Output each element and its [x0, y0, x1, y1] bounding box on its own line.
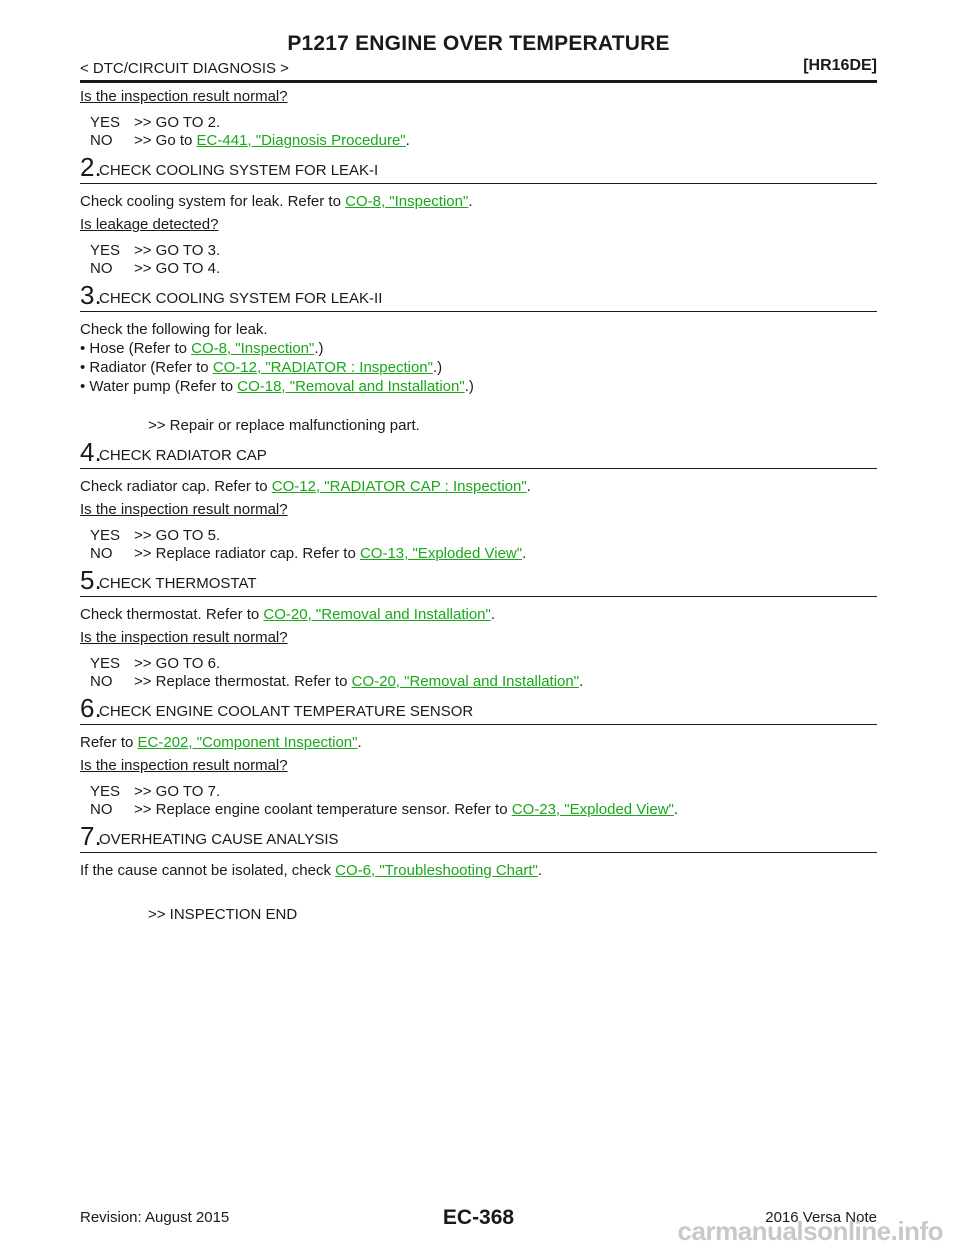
step-number: 7. — [80, 821, 102, 851]
step-heading: 3. CHECK COOLING SYSTEM FOR LEAK-II — [80, 281, 877, 312]
step-heading: 4. CHECK RADIATOR CAP — [80, 438, 877, 469]
step-instruction: Check thermostat. Refer to CO-20, "Remov… — [80, 606, 496, 623]
answer-yes: YES>> GO TO 6. — [90, 655, 221, 672]
step-3: 3. CHECK COOLING SYSTEM FOR LEAK-II Chec… — [80, 281, 877, 435]
step-heading: 2. CHECK COOLING SYSTEM FOR LEAK-I — [80, 153, 877, 184]
step-2: 2. CHECK COOLING SYSTEM FOR LEAK-I Check… — [80, 153, 877, 278]
list-item: • Hose (Refer to CO-8, "Inspection".) — [80, 340, 324, 357]
watermark: carmanualsonline.info — [677, 1216, 944, 1246]
question: Is the inspection result normal? — [80, 629, 288, 646]
step-number: 3. — [80, 280, 102, 310]
manual-page: P1217 ENGINE OVER TEMPERATURE < DTC/CIRC… — [80, 0, 944, 1246]
step-title: CHECK COOLING SYSTEM FOR LEAK-I — [99, 162, 379, 179]
link-co-12-radiator[interactable]: CO-12, "RADIATOR : Inspection" — [212, 359, 433, 376]
step-title: CHECK THERMOSTAT — [99, 575, 257, 592]
answer-no: NO>> Go to EC-441, "Diagnosis Procedure"… — [90, 132, 410, 149]
step-number: 2. — [80, 152, 102, 182]
link-co-20[interactable]: CO-20, "Removal and Installation" — [351, 673, 580, 690]
step-instruction: If the cause cannot be isolated, check C… — [80, 862, 543, 879]
step-instruction: Check the following for leak. — [80, 321, 268, 338]
revision-date: Revision: August 2015 — [80, 1209, 230, 1226]
link-co-6[interactable]: CO-6, "Troubleshooting Chart" — [335, 862, 538, 879]
link-co-18[interactable]: CO-18, "Removal and Installation" — [237, 378, 465, 395]
answers: YES>> GO TO 6. NO>> Replace thermostat. … — [90, 655, 877, 691]
answers: YES>> GO TO 7. NO>> Replace engine coola… — [90, 783, 877, 819]
answer-no: NO>> GO TO 4. — [90, 260, 221, 277]
step-6: 6. CHECK ENGINE COOLANT TEMPERATURE SENS… — [80, 694, 877, 819]
list-item: • Water pump (Refer to CO-18, "Removal a… — [80, 378, 474, 395]
step-instruction: Check radiator cap. Refer to CO-12, "RAD… — [80, 478, 531, 495]
step-number: 4. — [80, 437, 102, 467]
answers: YES>> GO TO 2. NO>> Go to EC-441, "Diagn… — [90, 114, 877, 150]
page-number: EC-368 — [442, 1206, 515, 1229]
procedure-content: Is the inspection result normal? YES>> G… — [80, 88, 877, 924]
step-instruction: Refer to EC-202, "Component Inspection". — [80, 734, 362, 751]
intro-block: Is the inspection result normal? YES>> G… — [80, 88, 877, 150]
step-title: OVERHEATING CAUSE ANALYSIS — [99, 831, 339, 848]
answers: YES>> GO TO 5. NO>> Replace radiator cap… — [90, 527, 877, 563]
answers: YES>> GO TO 3. NO>> GO TO 4. — [90, 242, 877, 278]
step-title: CHECK ENGINE COOLANT TEMPERATURE SENSOR — [99, 703, 474, 720]
link-co-12-cap[interactable]: CO-12, "RADIATOR CAP : Inspection" — [271, 478, 527, 495]
step-4: 4. CHECK RADIATOR CAP Check radiator cap… — [80, 438, 877, 563]
step-instruction: Check cooling system for leak. Refer to … — [80, 193, 473, 210]
link-co-13[interactable]: CO-13, "Exploded View" — [359, 545, 523, 562]
answer-yes: YES>> GO TO 5. — [90, 527, 221, 544]
answer-no: NO>> Replace engine coolant temperature … — [90, 801, 679, 818]
answer-no: NO>> Replace radiator cap. Refer to CO-1… — [90, 545, 527, 562]
step-title: CHECK COOLING SYSTEM FOR LEAK-II — [99, 290, 383, 307]
list-item: • Radiator (Refer to CO-12, "RADIATOR : … — [80, 359, 443, 376]
step-title: CHECK RADIATOR CAP — [99, 447, 267, 464]
answer-yes: YES>> GO TO 3. — [90, 242, 221, 259]
page-title: P1217 ENGINE OVER TEMPERATURE — [287, 32, 670, 55]
link-co-20[interactable]: CO-20, "Removal and Installation" — [263, 606, 491, 623]
link-co-8[interactable]: CO-8, "Inspection" — [191, 340, 315, 357]
link-co-8[interactable]: CO-8, "Inspection" — [345, 193, 469, 210]
link-co-23[interactable]: CO-23, "Exploded View" — [511, 801, 674, 818]
product-name: 2016 Versa Note — [765, 1209, 877, 1226]
page-footer: Revision: August 2015 EC-368 2016 Versa … — [80, 1206, 877, 1230]
step-7: 7. OVERHEATING CAUSE ANALYSIS If the cau… — [80, 822, 877, 924]
step-heading: 5. CHECK THERMOSTAT — [80, 566, 877, 597]
step-number: 5. — [80, 565, 102, 595]
engine-model-tag: [HR16DE] — [803, 57, 877, 74]
step-heading: 6. CHECK ENGINE COOLANT TEMPERATURE SENS… — [80, 694, 877, 725]
page-header: P1217 ENGINE OVER TEMPERATURE < DTC/CIRC… — [80, 0, 877, 86]
step-number: 6. — [80, 693, 102, 723]
step-result: >> INSPECTION END — [148, 906, 298, 923]
answer-yes: YES>> GO TO 2. — [90, 114, 221, 131]
step-heading: 7. OVERHEATING CAUSE ANALYSIS — [80, 822, 877, 853]
question: Is the inspection result normal? — [80, 88, 288, 105]
header-divider — [80, 80, 877, 83]
step-result: >> Repair or replace malfunctioning part… — [148, 417, 420, 434]
breadcrumb: < DTC/CIRCUIT DIAGNOSIS > — [80, 60, 289, 77]
question: Is leakage detected? — [80, 216, 219, 233]
step-5: 5. CHECK THERMOSTAT Check thermostat. Re… — [80, 566, 877, 691]
question: Is the inspection result normal? — [80, 501, 288, 518]
answer-yes: YES>> GO TO 7. — [90, 783, 221, 800]
link-ec-202[interactable]: EC-202, "Component Inspection" — [137, 734, 358, 751]
link-ec-441[interactable]: EC-441, "Diagnosis Procedure" — [196, 132, 406, 149]
answer-no: NO>> Replace thermostat. Refer to CO-20,… — [90, 673, 584, 690]
question: Is the inspection result normal? — [80, 757, 288, 774]
